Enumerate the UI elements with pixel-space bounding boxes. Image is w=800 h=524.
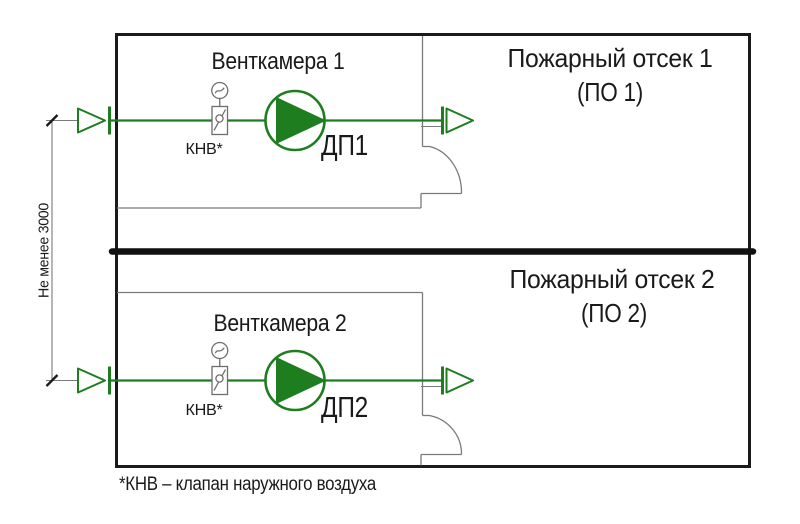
door1-swing-arc	[429, 145, 463, 194]
footnote-text: *КНВ – клапан наружного воздуха	[119, 474, 377, 495]
supply-duct-1	[77, 81, 474, 152]
supply-duct-2	[77, 341, 474, 412]
outlet2-triangle	[445, 367, 474, 394]
dimension-label: Не менее 3000	[36, 203, 53, 298]
fan2-label: ДП2	[321, 392, 368, 424]
valve1-blade-pivot	[215, 114, 224, 123]
fan2-impeller	[276, 357, 325, 404]
smoke-fan-2-icon	[264, 349, 326, 412]
air-outlet-2-icon	[441, 366, 474, 395]
dimension-tick-top	[45, 114, 59, 127]
outlet1-triangle	[445, 107, 474, 134]
valve1-actuator-glyph	[214, 87, 225, 94]
air-outlet-1-icon	[441, 106, 474, 135]
ventroom1-title: Венткамера 1	[212, 48, 345, 75]
outdoor-air-valve-2-icon	[211, 341, 229, 396]
fan1-label: ДП1	[321, 130, 368, 162]
comp1-subtitle: (ПО 1)	[577, 77, 643, 107]
outdoor-air-intake-1-icon	[77, 106, 111, 135]
fan1-impeller	[276, 97, 325, 144]
comp2-title: Пожарный отсек 2	[510, 264, 715, 294]
smoke-fan-1-icon	[264, 89, 326, 152]
intake2-triangle	[77, 367, 106, 394]
comp2-subtitle: (ПО 2)	[581, 298, 647, 328]
dimension-tick-bottom	[45, 374, 59, 387]
valve2-actuator-glyph	[214, 347, 225, 354]
door2-swing-arc	[429, 414, 463, 455]
outdoor-air-intake-2-icon	[77, 366, 111, 395]
dimension-3000: Не менее 3000	[36, 114, 78, 387]
valve2-blade-pivot	[215, 374, 224, 383]
ventroom2-title: Венткамера 2	[214, 310, 347, 337]
valve1-label: КНВ*	[186, 141, 223, 158]
intake1-triangle	[77, 107, 106, 134]
ventroom2-partition	[117, 291, 463, 466]
valve2-label: КНВ*	[186, 402, 223, 419]
outdoor-air-valve-1-icon	[211, 81, 229, 136]
comp1-title: Пожарный отсек 1	[508, 43, 713, 73]
ventroom1-partition	[117, 36, 463, 209]
